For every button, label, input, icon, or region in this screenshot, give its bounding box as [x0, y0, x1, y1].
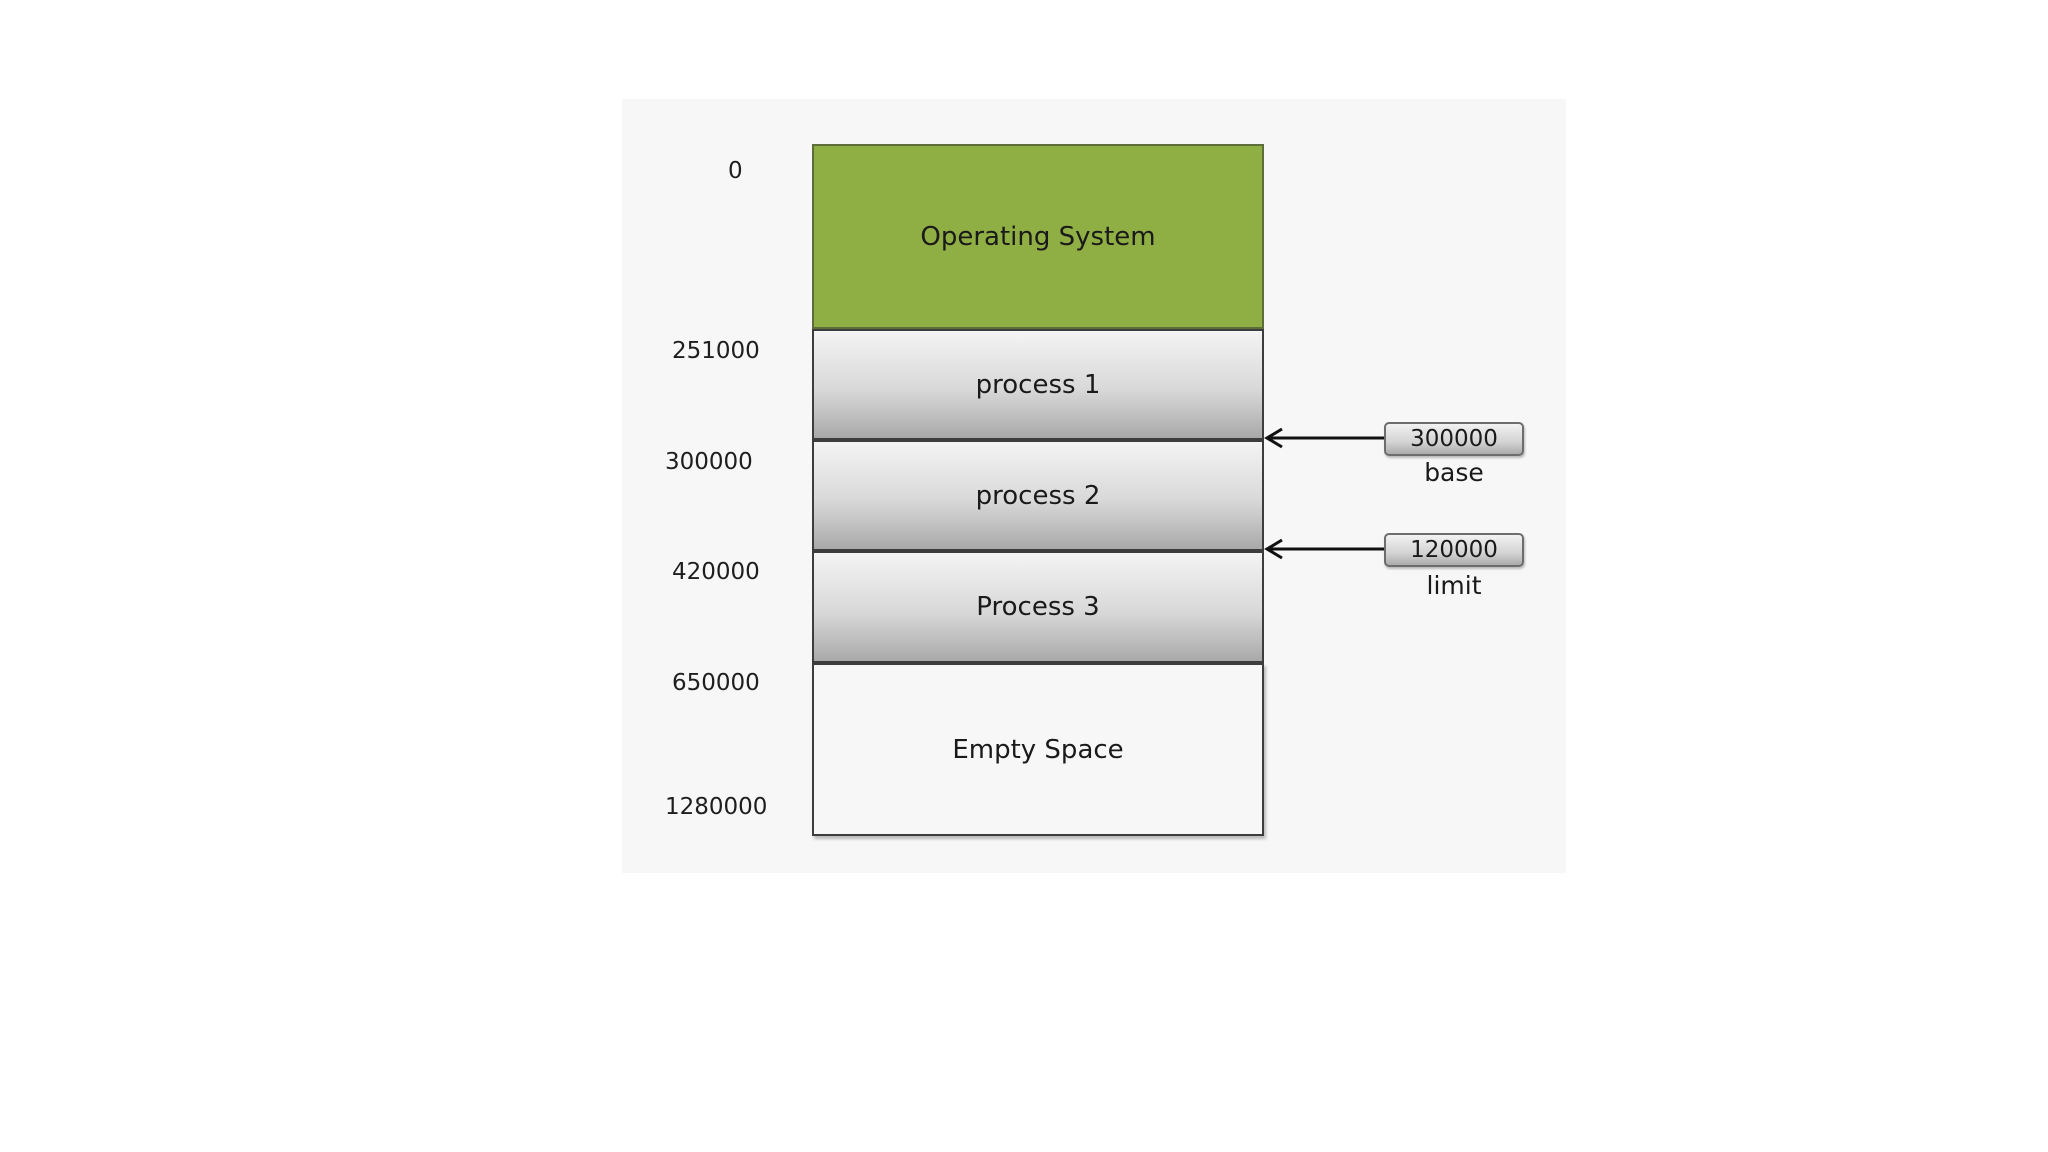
address-label-251000: 251000: [672, 338, 760, 364]
process-1-label: process 1: [975, 369, 1101, 400]
base-register-value: 300000: [1410, 426, 1498, 452]
process-3-label: Process 3: [976, 592, 1100, 622]
empty-space-label: Empty Space: [952, 734, 1124, 765]
base-register-label: base: [1424, 458, 1484, 487]
limit-arrow: [1264, 538, 1384, 560]
address-label-300000: 300000: [665, 449, 753, 475]
operating-system-block: Operating System: [812, 144, 1264, 329]
register-arrows: [1264, 427, 1384, 560]
limit-register-value: 120000: [1410, 537, 1498, 563]
limit-register-box: 120000: [1384, 533, 1524, 567]
process-2-label: process 2: [975, 480, 1101, 511]
address-label-650000: 650000: [672, 670, 760, 696]
address-label-420000: 420000: [672, 559, 760, 585]
address-label-1280000: 1280000: [665, 794, 768, 820]
address-label-0: 0: [728, 158, 743, 184]
process-1-block: process 1: [812, 329, 1264, 440]
empty-space-block: Empty Space: [812, 663, 1264, 836]
limit-register-label: limit: [1426, 571, 1482, 600]
operating-system-label: Operating System: [920, 221, 1156, 252]
base-register-box: 300000: [1384, 422, 1524, 456]
process-3-block: Process 3: [812, 551, 1264, 663]
process-2-block: process 2: [812, 440, 1264, 551]
base-arrow: [1264, 427, 1384, 449]
